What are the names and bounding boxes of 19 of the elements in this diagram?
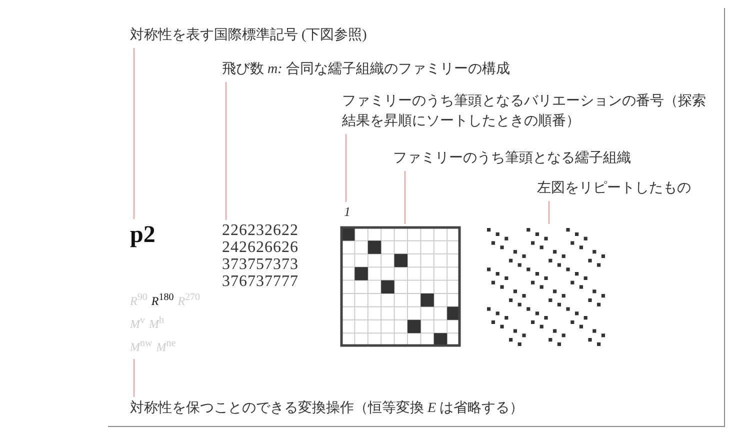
- leader-line: [133, 48, 135, 219]
- skip-sequence: 373757373: [222, 256, 298, 273]
- skip-sequence: 376737777: [222, 273, 298, 290]
- variation-number: 1: [344, 204, 350, 220]
- leader-line: [133, 359, 135, 397]
- callout-text: 左図をリピートしたもの: [537, 179, 691, 199]
- callout-text: 対称性を表す国際標準記号 (下図参照): [130, 26, 367, 46]
- callout-text: ファミリーのうち筆頭となる繻子組織: [393, 149, 631, 169]
- leader-line: [345, 134, 347, 202]
- skip-sequence: 242626626: [222, 239, 298, 256]
- skip-sequence: 226232622: [222, 222, 298, 239]
- callout-text: 対称性を保つことのできる変換操作（恒等変換 E は省略する）: [130, 399, 524, 419]
- leader-line: [404, 171, 406, 224]
- leader-line: [548, 201, 550, 224]
- symmetry-symbol: p2: [130, 221, 156, 249]
- callout-text: ファミリーのうち筆頭となるバリエーションの番号（探索結果を昇順にソートしたときの順番）: [342, 92, 712, 132]
- callout-text: 飛び数 m: 合同な繻子組織のファミリーの構成: [222, 60, 510, 80]
- leader-line: [225, 82, 227, 220]
- operation-symbol: R$^{180}$: [151, 294, 174, 308]
